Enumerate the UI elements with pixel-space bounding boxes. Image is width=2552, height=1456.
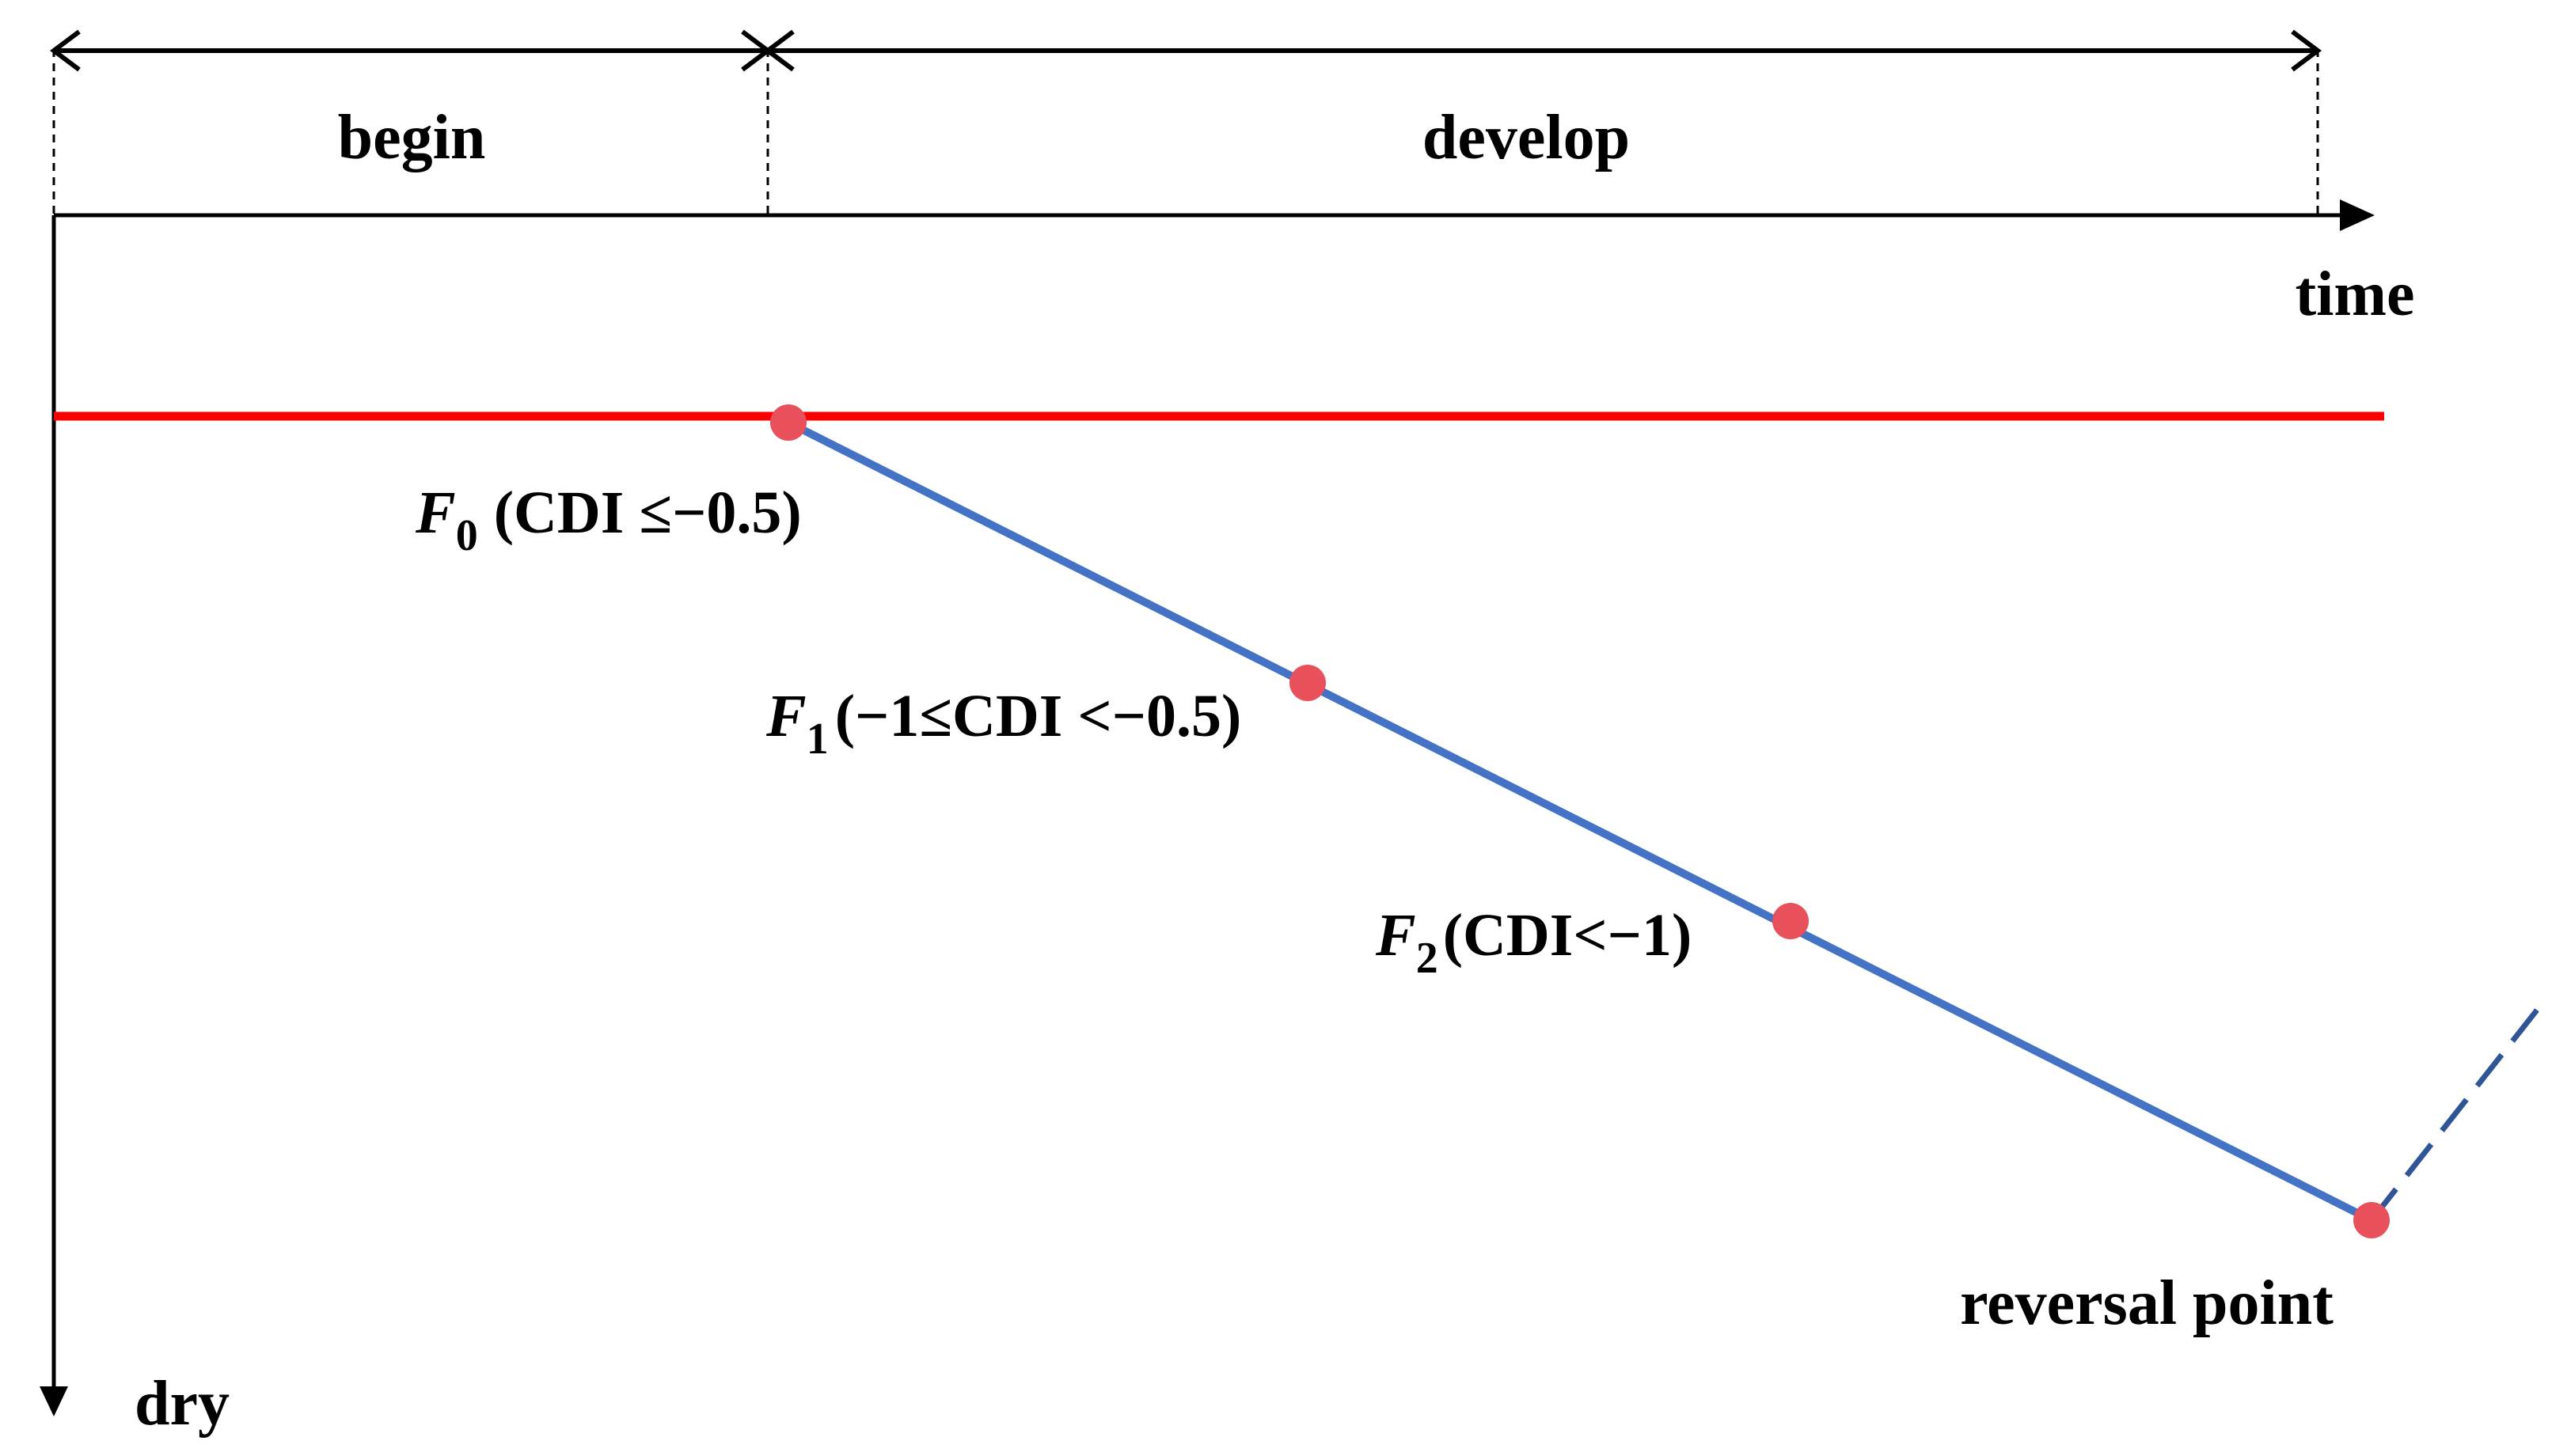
dry-axis-label: dry (135, 1369, 230, 1439)
time-axis-label: time (2295, 260, 2414, 329)
f1-condition: (−1≤CDI <−0.5) (835, 683, 1242, 749)
f1-point (1289, 665, 1326, 701)
time-axis (54, 199, 2375, 231)
recovery-dashed-line (2369, 1003, 2543, 1223)
drought-trend-line (786, 419, 2374, 1224)
f2-subscript: 2 (1416, 934, 1438, 983)
f1-subscript: 1 (807, 715, 829, 764)
reversal-point (2353, 1202, 2390, 1238)
f2-condition: (CDI<−1) (1443, 902, 1692, 969)
f0-subscript: 0 (456, 511, 478, 560)
f1-label: F1(−1≤CDI <−0.5) (765, 683, 1241, 764)
begin-span-arrow (50, 29, 772, 72)
f0-condition: (CDI ≤−0.5) (494, 480, 802, 546)
f0-point (770, 404, 807, 441)
f0-letter: F (415, 480, 456, 546)
dry-axis (40, 215, 68, 1416)
f2-point (1772, 903, 1809, 939)
develop-span-arrow (764, 29, 2322, 72)
f0-label: F0 (CDI ≤−0.5) (415, 480, 802, 560)
develop-label: develop (1422, 103, 1630, 173)
reversal-point-label: reversal point (1960, 1268, 2334, 1338)
f1-letter: F (765, 683, 807, 749)
f2-label: F2(CDI<−1) (1375, 902, 1692, 983)
f2-letter: F (1375, 902, 1416, 969)
begin-label: begin (338, 103, 486, 173)
